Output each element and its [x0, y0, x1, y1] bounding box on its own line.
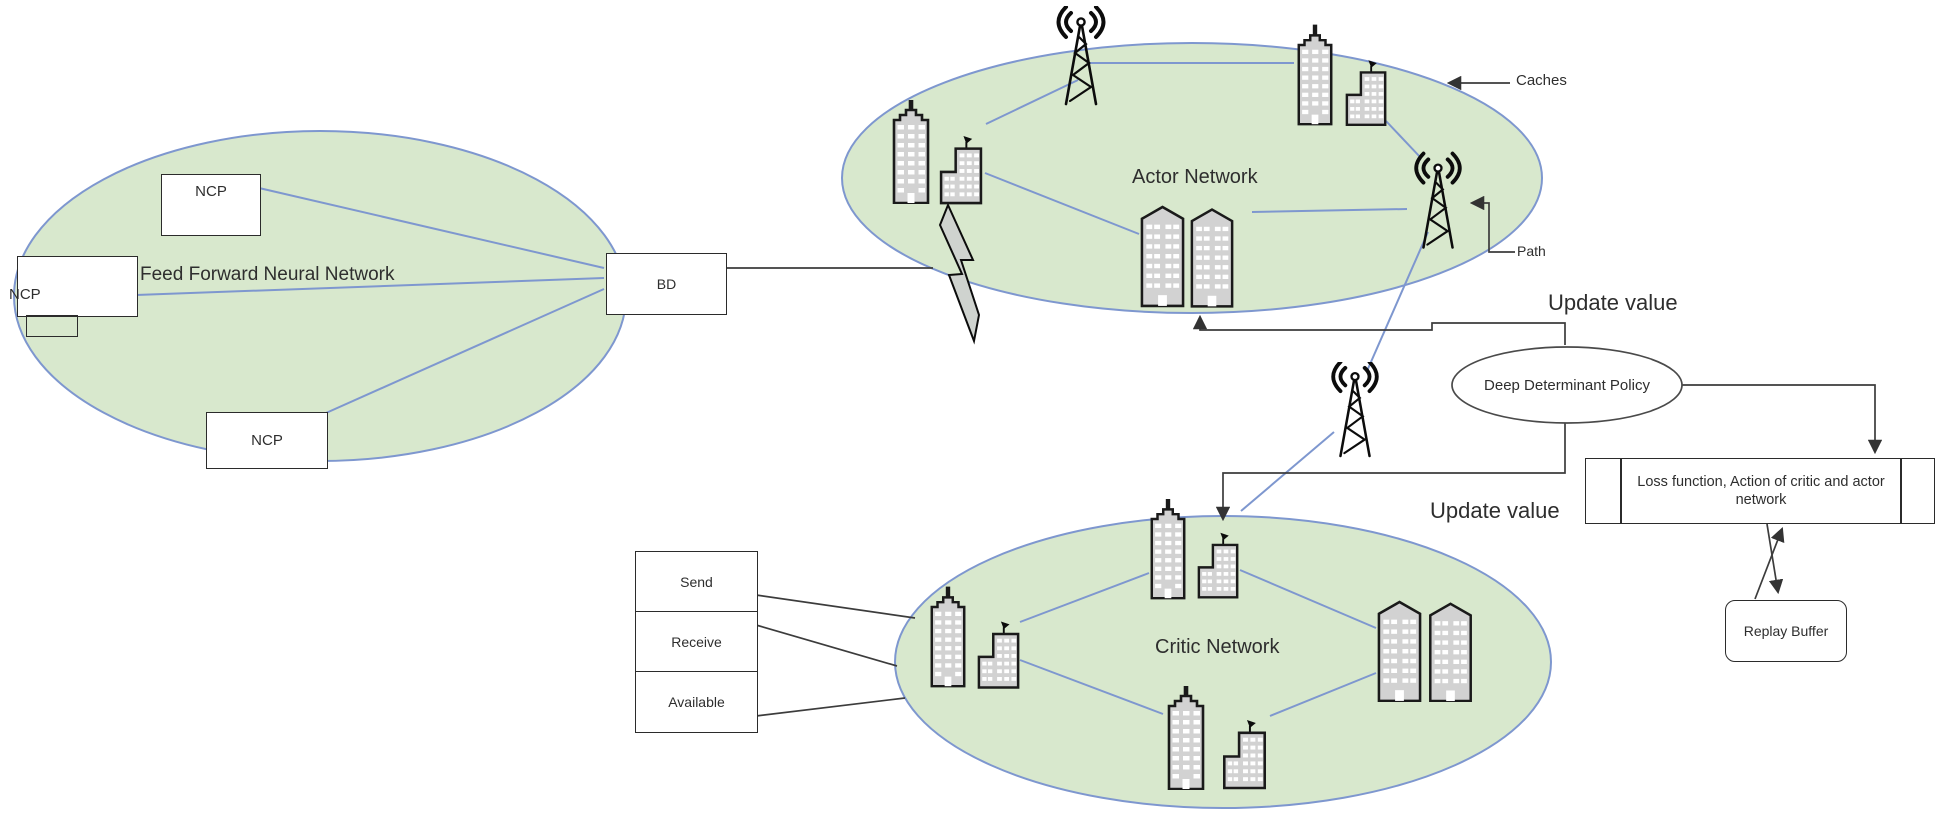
loss-box-inner-line-right [1900, 459, 1902, 523]
io-receive-label: Receive [671, 633, 722, 650]
link-actor-tower-to-left-pair [985, 79, 1079, 125]
network-links [135, 62, 1429, 717]
io-send-label: Send [680, 573, 713, 590]
link-actor-twins-to-right-tower [1251, 208, 1408, 213]
link-actor-leftpair-to-twins [984, 172, 1140, 235]
caches-label: Caches [1516, 72, 1567, 89]
policy-ellipse [1451, 346, 1683, 424]
twin-tower-icon [1377, 600, 1422, 702]
io-panel: Send Receive Available [635, 551, 758, 733]
link-critic-leftpair-to-toppair [1019, 572, 1150, 623]
critic-region-label: Critic Network [1155, 636, 1280, 658]
ncp-left-sub-box [26, 315, 78, 337]
skyscraper-icon [1167, 686, 1205, 790]
skyscraper-icon [892, 100, 930, 204]
io-available-label: Available [668, 694, 725, 710]
update-value-actor-label: Update value [1548, 290, 1678, 315]
bd-hub-label: BD [656, 276, 677, 292]
replay-buffer-box: Replay Buffer [1725, 600, 1847, 662]
path-label: Path [1517, 243, 1546, 259]
link-actor-tower-to-mid-tower [1366, 231, 1429, 372]
connector-available-to-critic [755, 697, 906, 717]
ncp-node-top: NCP [161, 174, 261, 236]
lightning-bolt-icon [938, 202, 981, 345]
skyscraper-icon [1297, 24, 1333, 126]
connector-send-to-critic [755, 594, 916, 619]
link-ncp-top-to-bd [258, 187, 605, 269]
bd-hub-box: BD [606, 253, 727, 315]
link-ncp-left-to-bd [135, 277, 605, 296]
link-critic-leftpair-to-bottompair [1019, 659, 1164, 715]
link-mid-tower-to-critic [1240, 431, 1335, 512]
io-row-receive: Receive [636, 611, 757, 671]
loss-function-label: Loss function, Action of critic and acto… [1637, 473, 1885, 508]
skyscraper-icon [1150, 499, 1186, 600]
link-critic-toppair-to-twins [1239, 569, 1377, 629]
ncp-node-left: NCP [9, 256, 138, 317]
link-ncp-bottom-to-bd [325, 288, 605, 414]
connector-loss-to-replay [1766, 523, 1784, 595]
connector-receive-to-critic [755, 624, 898, 667]
connector-policy-to-loss [1682, 384, 1883, 455]
replay-buffer-label: Replay Buffer [1743, 623, 1829, 639]
ncp-node-bottom-label: NCP [251, 432, 283, 449]
twin-tower-icon [1190, 208, 1234, 308]
io-row-send: Send [636, 552, 757, 611]
connector-policy-to-actor-update [1192, 314, 1566, 345]
link-critic-bottompair-to-twins [1269, 672, 1377, 717]
flow-connectors [725, 75, 1883, 717]
actor-region-label: Actor Network [1132, 166, 1258, 188]
ffnn-region-label: Feed Forward Neural Network [140, 264, 395, 285]
connector-replay-to-loss [1754, 526, 1785, 600]
connector-policy-to-critic-update [1215, 423, 1566, 522]
io-row-available: Available [636, 671, 757, 732]
twin-tower-icon [1429, 602, 1472, 702]
loss-box-inner-line-left [1620, 459, 1622, 523]
twin-tower-icon [1140, 205, 1185, 308]
policy-label: Deep Determinant Policy [1484, 376, 1650, 394]
link-actor-rightpair-to-tower [1385, 120, 1422, 159]
ncp-node-top-label: NCP [195, 183, 227, 200]
connector-path-pointer [1469, 195, 1515, 253]
update-value-critic-label: Update value [1430, 498, 1560, 523]
skyscraper-icon [930, 586, 966, 688]
ncp-node-left-label: NCP [9, 286, 41, 303]
loss-function-box: Loss function, Action of critic and acto… [1585, 458, 1935, 524]
ncp-node-bottom: NCP [206, 412, 328, 469]
radio-tower-icon [1331, 362, 1379, 458]
